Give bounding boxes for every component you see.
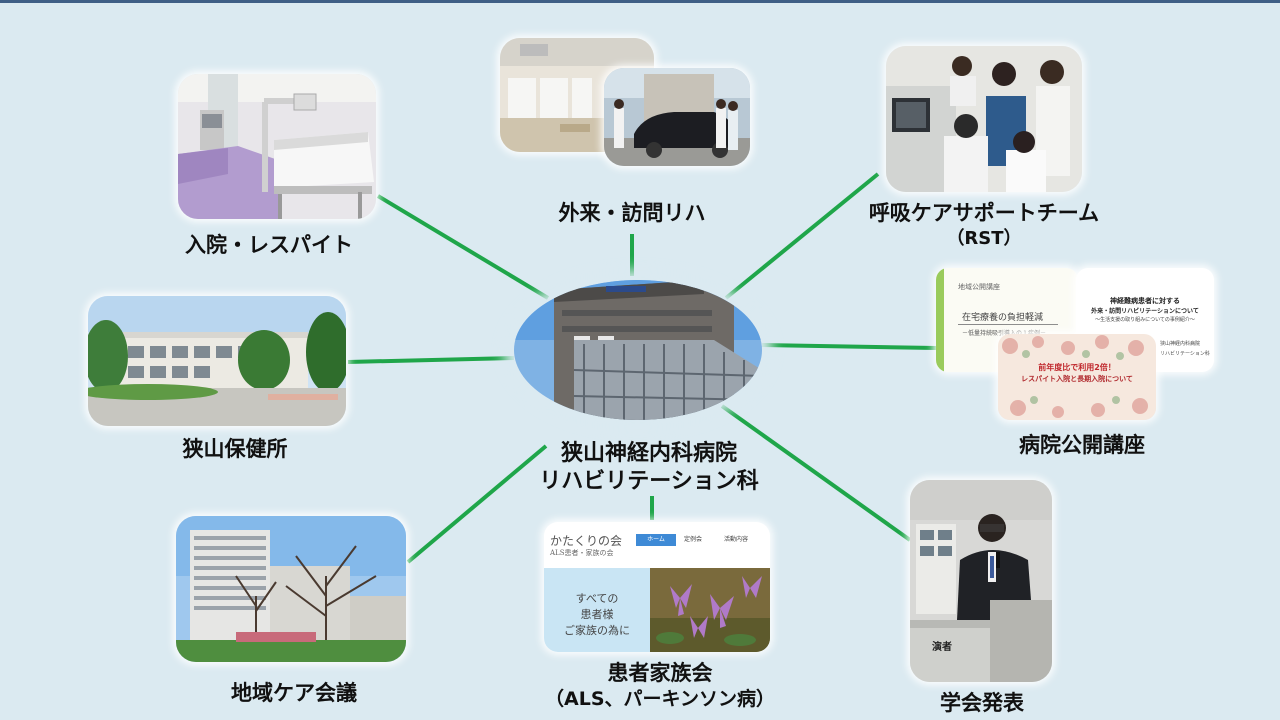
family-label: 患者家族会 （ALS、パーキンソン病） [520,660,800,712]
hospital-photo [514,280,762,420]
slide1-title: 在宅療養の負担軽減 [962,313,1044,323]
family-label-line2: （ALS、パーキンソン病） [545,688,775,710]
family-label-line1: 患者家族会 [607,661,713,685]
health-center-photo [88,296,346,426]
center-label-line2: リハビリテーション科 [539,469,759,494]
slide1-header: 地域公開講座 [958,283,1000,291]
rst-photo [886,46,1082,192]
community-photo [176,516,406,662]
inpatient-label: 入院・レスパイト [185,233,353,257]
connector-lecture [761,343,937,350]
health-center-label: 狭山保健所 [182,437,288,461]
website-subtitle: ALS患者・家族の会 [550,549,614,557]
connector-conference [720,404,912,542]
slide2-org1: 狭山神経内科病院 [1160,341,1201,347]
website-message-line1: すべての [575,592,619,605]
slide2-title1: 神経難病患者に対する [1110,297,1180,305]
slide2-title2: 外来・訪問リハビリテーションについて [1091,308,1199,315]
conference-photo: 演者 [910,480,1052,682]
community-label: 地域ケア会議 [231,681,357,705]
slide3-line1: 前年度比で利用2倍！ [1038,363,1116,372]
website-message-line2: 患者様 [580,608,614,621]
website-nav-home[interactable]: ホーム [636,534,676,546]
center-label: 狭山神経内科病院 リハビリテーション科 [504,440,794,496]
conference-label: 学会発表 [940,691,1024,715]
connector-rst [724,172,880,300]
rst-label-line2: （RST） [946,228,1022,249]
top-bar [0,0,1280,3]
family-website: かたくりの会 ALS患者・家族の会 ホーム 定例会 活動内容 すべての 患者様 … [544,522,770,652]
connector-community [406,444,548,564]
lecture-label: 病院公開講座 [1019,433,1145,457]
lecture-slide-3: 前年度比で利用2倍！ レスパイト入院と長期入院について [998,334,1156,420]
website-title: かたくりの会 [550,534,623,548]
podium-text: 演者 [932,642,952,653]
lecture-slide-1: 地域公開講座 在宅療養の負担軽減 －低量持続吸引導入の１症例－ [936,268,1078,372]
website-nav-activities[interactable]: 活動内容 [724,536,749,543]
slide1-sub: －低量持続吸引導入の１症例－ [962,330,1047,337]
slide3-line2: レスパイト入院と長期入院について [1021,375,1133,383]
slide2-sub: ～生活支援の取り組みについての事例紹介～ [1095,317,1195,323]
rst-label-line1: 呼吸ケアサポートチーム [868,201,1100,225]
website-message-panel: すべての 患者様 ご家族の為に [544,568,650,652]
center-label-line1: 狭山神経内科病院 [560,441,737,466]
rst-label: 呼吸ケアサポートチーム （RST） [826,200,1142,252]
slide2-org2: リハビリテーション科 [1160,351,1210,357]
website-flower-image [650,568,770,652]
connector-inpatient [376,194,550,300]
website-nav-meetings[interactable]: 定例会 [684,536,703,543]
website-message-line3: ご家族の為に [564,624,630,637]
inpatient-photo [178,74,376,219]
connector-health-center [347,356,515,364]
outpatient-label: 外来・訪問リハ [558,201,706,225]
outpatient-photo-visit [604,68,750,166]
